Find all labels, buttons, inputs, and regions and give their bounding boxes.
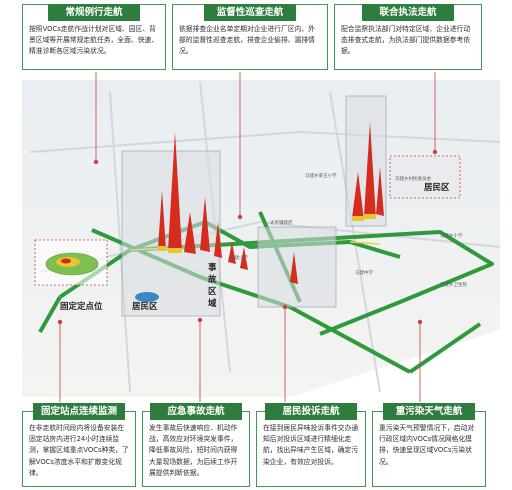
card-emergency-patrol: 应急事故走航 发生事故后快速响应、机动作战，高效应对环境突发事件，降低事故风险，… xyxy=(142,403,250,487)
residential-label-left: 居民区 xyxy=(132,302,158,312)
card-body: 依据排查企业名单定期对企业进行厂区内、外部的监督性巡查走航，排查企业偷排、漏排情… xyxy=(179,25,315,56)
card-body: 发生事故后快速响应、机动作战，高效应对环境突发事件，降低事故风险，短时间内获得大… xyxy=(149,424,238,477)
poi-label: 马建小学 xyxy=(230,256,248,261)
card-body: 按照VOCs走航作战计划对区域、园区、背景区域等开展常规走航任务，全面、快速、精… xyxy=(29,25,159,56)
card-supervision-patrol: 监督性巡查走航 依据排查企业名单定期对企业进行厂区内、外部的监督性巡查走航，排查… xyxy=(172,4,328,70)
poi-label: 马建乡小学 xyxy=(440,234,463,239)
connector-dots xyxy=(57,149,438,325)
card-joint-enforcement: 联合执法走航 配合监察执法部门对特定区域、企业进行动态排查式走航，为执法部门提供… xyxy=(334,4,482,70)
poi-label: 太平镇政府 xyxy=(270,221,293,226)
residential-label-right: 居民区 xyxy=(424,183,450,193)
card-title: 联合执法走航 xyxy=(362,4,454,21)
patrol-map xyxy=(22,72,501,402)
card-title: 固定站点连续监测 xyxy=(33,403,125,420)
card-title: 重污染天气走航 xyxy=(383,403,475,420)
residential-marker xyxy=(135,292,159,302)
poi-label: 马建乡卫生院 xyxy=(440,283,467,288)
complaint-zone-frame xyxy=(257,226,337,308)
card-body: 在非走航时间段内将设备安装在固定站房内进行24小时连续监测，掌握区域重点VOCs… xyxy=(29,424,129,477)
card-routine-patrol: 常规例行走航 按照VOCs走航作战计划对区域、园区、背景区域等开展常规走航任务，… xyxy=(22,4,166,70)
card-heavy-pollution-patrol: 重污染天气走航 重污染天气预警情况下，启动对行政区域内VOCs情况网格化摸排，快… xyxy=(372,403,486,487)
residential-frame-right xyxy=(389,155,461,199)
card-fixed-site-monitoring: 固定站点连续监测 在非走航时间段内将设备安装在固定站房内进行24小时连续监测，掌… xyxy=(22,403,136,487)
card-body: 配合监察执法部门对特定区域、企业进行动态排查式走航，为执法部门提供数据参考依据。 xyxy=(341,25,471,56)
card-title: 常规例行走航 xyxy=(48,4,140,21)
card-body: 重污染天气预警情况下，启动对行政区域内VOCs情况网格化摸排，快速呈现区域VOC… xyxy=(379,424,475,466)
fixed-site-label: 固定定点位 xyxy=(60,302,103,312)
poi-label: 马建中学 xyxy=(355,271,373,276)
card-title: 居民投诉走航 xyxy=(265,403,357,420)
accident-area-label: 事故区域 xyxy=(208,263,217,309)
concentration-spikes xyxy=(158,122,384,284)
poi-label: 马建乡革王小学 xyxy=(305,174,337,179)
connector-lines xyxy=(59,72,436,402)
card-title: 应急事故走航 xyxy=(150,403,242,420)
poi-label: 马建乡村民委员会 xyxy=(395,177,431,182)
card-title: 监督性巡查走航 xyxy=(204,4,296,21)
card-complaint-patrol: 居民投诉走航 在接到居民异味投诉事件交办通知后对投诉区域进行精细化走航，找出异味… xyxy=(256,403,366,487)
card-body: 在接到居民异味投诉事件交办通知后对投诉区域进行精细化走航，找出异味产生区域，确定… xyxy=(263,424,359,466)
spike-bases xyxy=(158,214,376,253)
